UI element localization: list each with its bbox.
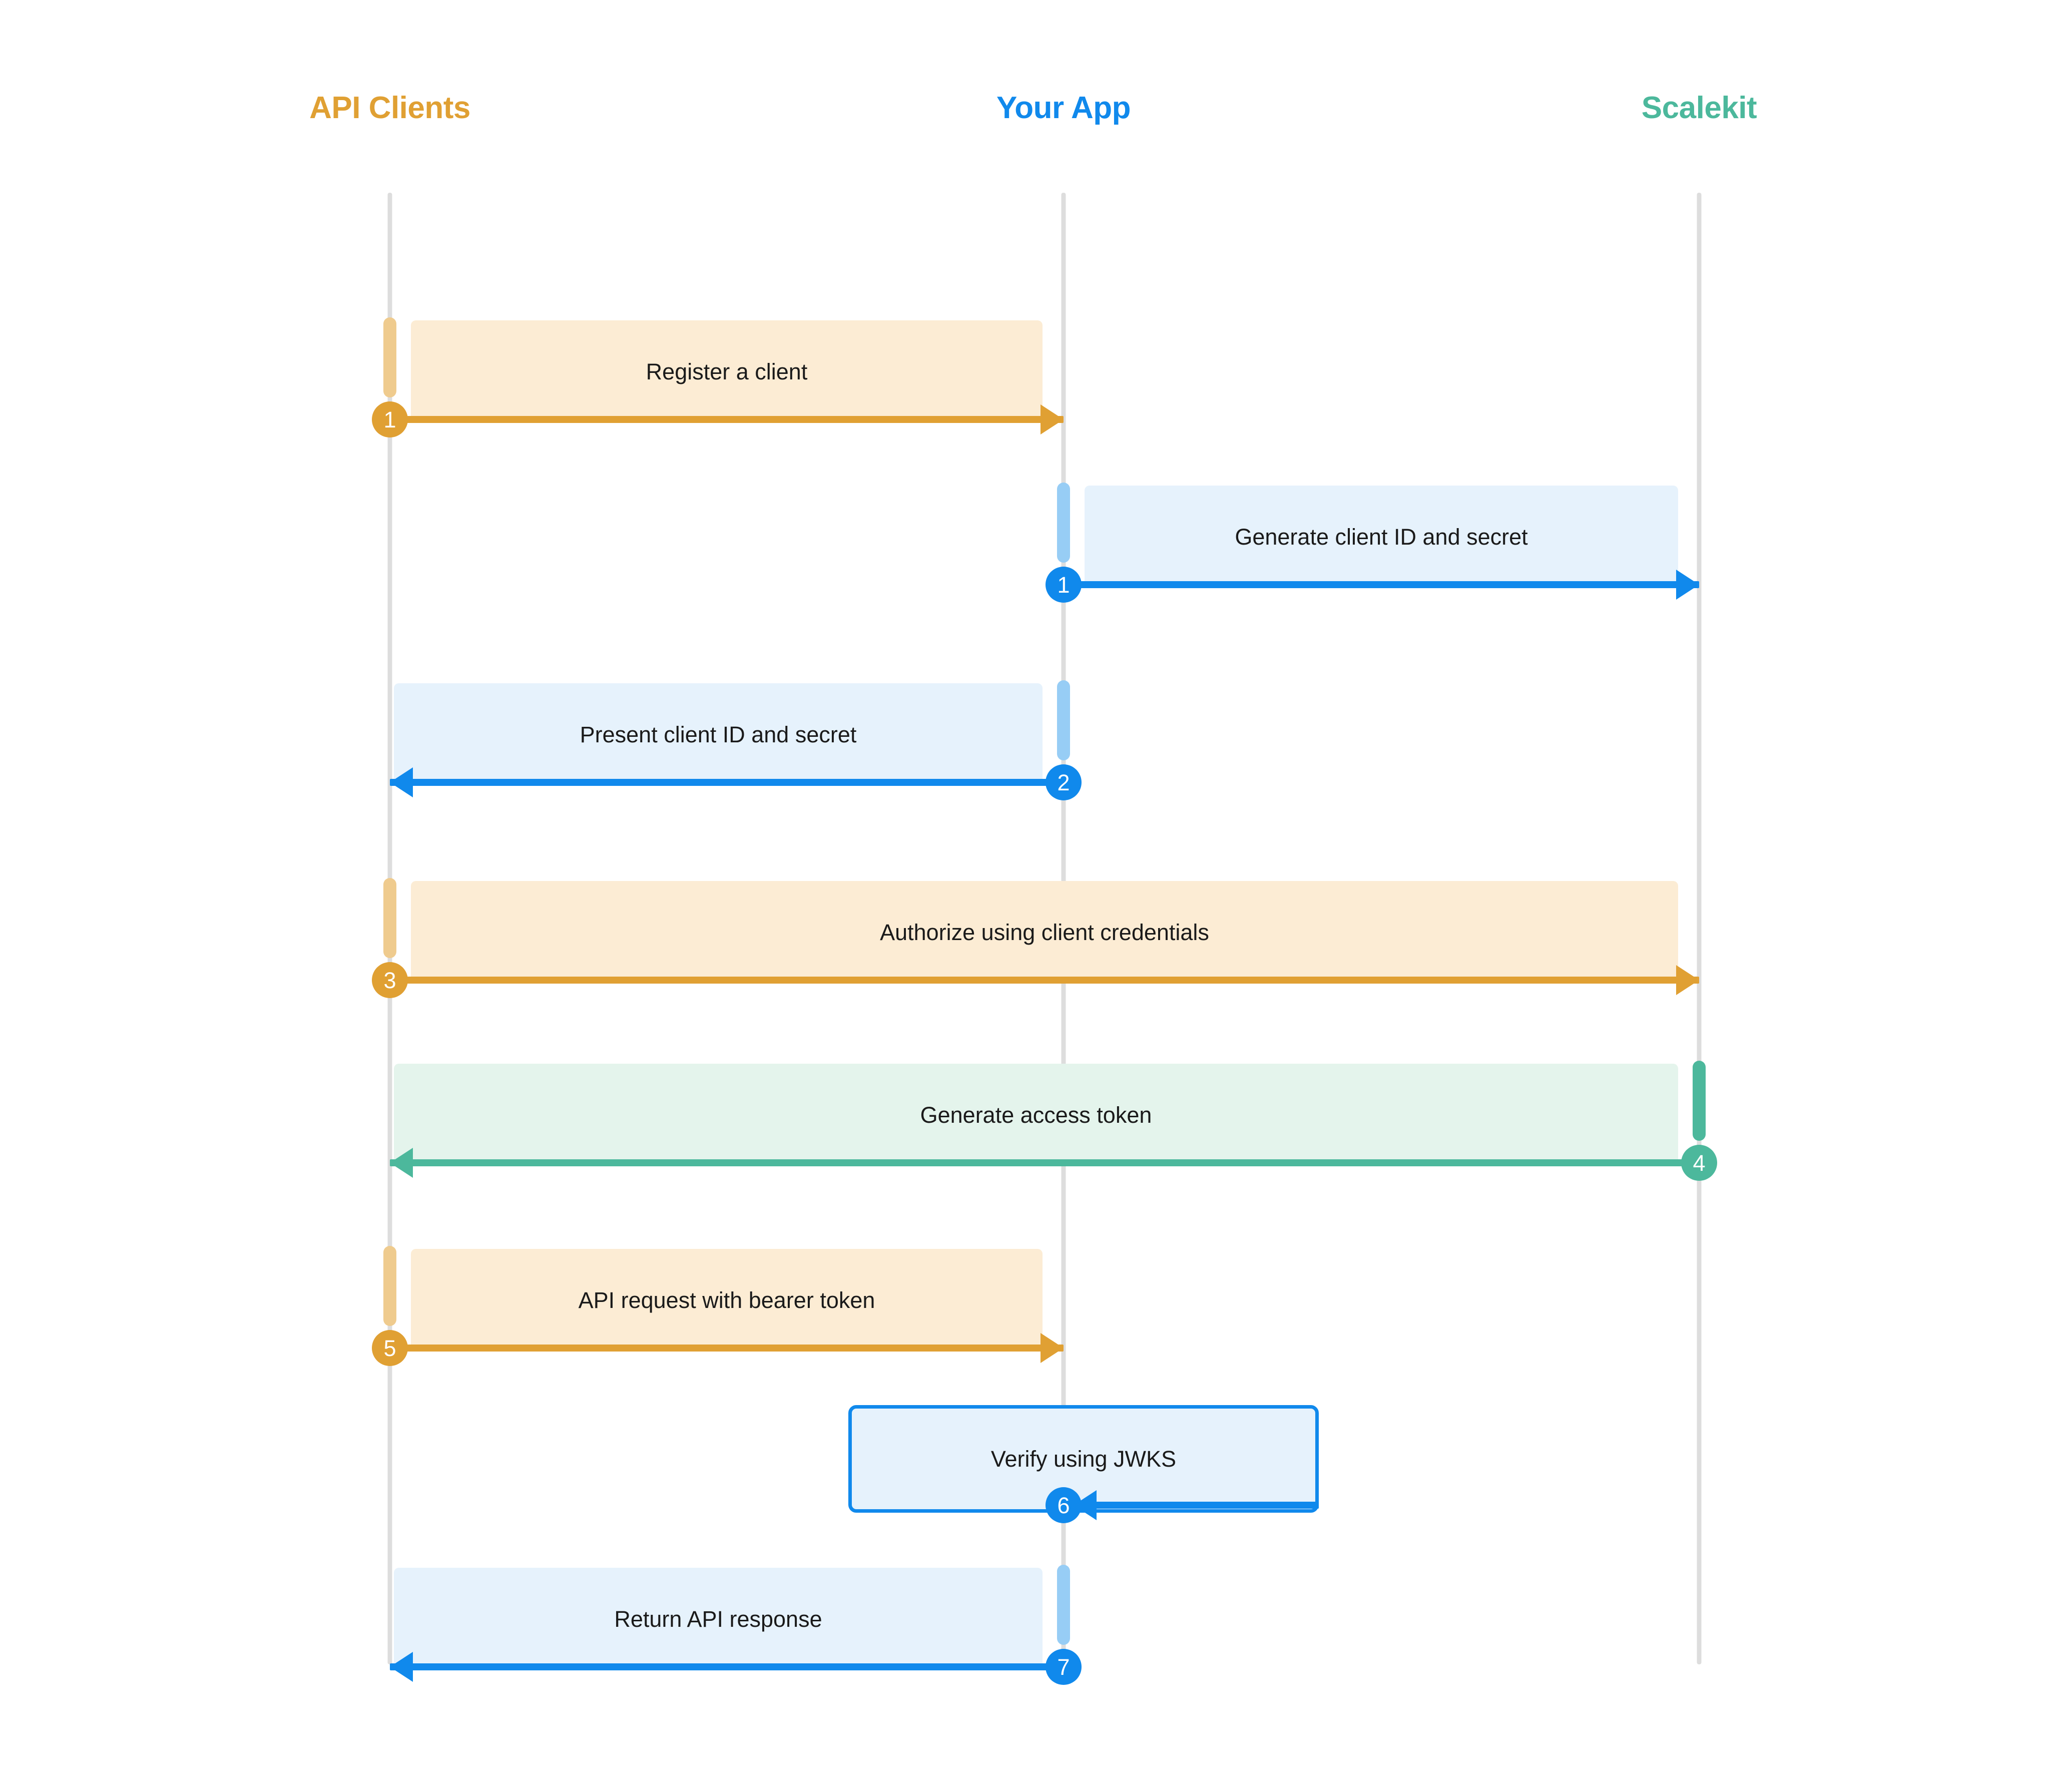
step-number-bubble[interactable]: 7 bbox=[1046, 1649, 1082, 1685]
activation-bar bbox=[1693, 1061, 1706, 1141]
message-arrow-head bbox=[1041, 404, 1064, 434]
message-label-box: Authorize using client credentials bbox=[411, 881, 1678, 984]
message-label: Verify using JWKS bbox=[990, 1446, 1177, 1472]
message-arrow-line bbox=[390, 1345, 1064, 1352]
step-number-bubble[interactable]: 3 bbox=[372, 962, 408, 998]
lifeline-scalekit bbox=[1697, 193, 1702, 1664]
message-arrow-line bbox=[390, 1663, 1064, 1670]
step-number-bubble[interactable]: 1 bbox=[372, 401, 408, 437]
message-label: Present client ID and secret bbox=[580, 722, 857, 747]
message-arrow-line bbox=[390, 977, 1699, 984]
message-arrow-head bbox=[390, 1652, 413, 1682]
self-message-return-line bbox=[1091, 1502, 1319, 1509]
message-arrow-head bbox=[390, 1148, 413, 1178]
participant-label-your-app: Your App bbox=[996, 91, 1131, 125]
message-arrow-line bbox=[1064, 581, 1699, 588]
message-arrow-head bbox=[1676, 965, 1699, 995]
message-arrow-line bbox=[390, 779, 1064, 786]
activation-bar bbox=[383, 1246, 396, 1326]
message-label: API request with bearer token bbox=[578, 1287, 875, 1313]
step-number-bubble[interactable]: 6 bbox=[1046, 1487, 1082, 1523]
message-arrow-head bbox=[1676, 570, 1699, 600]
message-label: Register a client bbox=[646, 359, 808, 384]
message-label: Authorize using client credentials bbox=[880, 920, 1209, 945]
message-label: Generate client ID and secret bbox=[1235, 524, 1528, 550]
activation-bar bbox=[383, 317, 396, 397]
message-label-box: API request with bearer token bbox=[411, 1249, 1043, 1352]
message-label: Generate access token bbox=[920, 1102, 1152, 1128]
activation-bar bbox=[1057, 483, 1070, 563]
step-number-bubble[interactable]: 1 bbox=[1046, 567, 1082, 603]
step-number-bubble[interactable]: 4 bbox=[1681, 1145, 1717, 1181]
step-number-bubble[interactable]: 2 bbox=[1046, 764, 1082, 800]
message-label-box: Generate access token bbox=[394, 1064, 1678, 1166]
message-label-box: Present client ID and secret bbox=[394, 683, 1043, 786]
message-label: Return API response bbox=[614, 1606, 822, 1632]
participant-label-api-clients: API Clients bbox=[309, 91, 470, 125]
message-label-box: Generate client ID and secret bbox=[1085, 486, 1678, 588]
activation-bar bbox=[383, 878, 396, 958]
step-number-bubble[interactable]: 5 bbox=[372, 1330, 408, 1366]
message-label-box: Return API response bbox=[394, 1568, 1043, 1670]
message-arrow-line bbox=[390, 1159, 1699, 1166]
participant-label-scalekit: Scalekit bbox=[1641, 91, 1757, 125]
message-arrow-head bbox=[1041, 1333, 1064, 1363]
activation-bar bbox=[1057, 1565, 1070, 1645]
message-arrow-head bbox=[390, 767, 413, 797]
activation-bar bbox=[1057, 680, 1070, 760]
message-arrow-line bbox=[390, 416, 1064, 423]
message-label-box: Register a client bbox=[411, 320, 1043, 423]
